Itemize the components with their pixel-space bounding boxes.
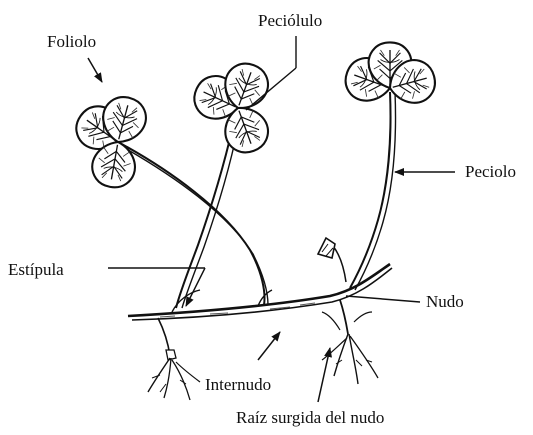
pointer-internudo	[258, 332, 280, 360]
pointer-estipula	[108, 268, 205, 306]
label-raiz-surgida-del-nudo: Raíz surgida del nudo	[236, 409, 384, 426]
pointer-raiz	[318, 348, 330, 402]
pointer-nudo	[346, 296, 420, 302]
roots-left	[148, 318, 200, 400]
label-estipula: Estípula	[8, 261, 64, 278]
label-internudo: Internudo	[205, 376, 271, 393]
petiole-left	[118, 142, 268, 305]
label-peciolulo: Peciólulo	[258, 12, 322, 29]
label-peciolo: Peciolo	[465, 163, 516, 180]
flower-bud	[318, 238, 346, 282]
label-nudo: Nudo	[426, 293, 464, 310]
leaf-left-trifoliate	[68, 92, 150, 190]
petiole-right	[350, 92, 396, 290]
roots-node	[322, 300, 378, 384]
leaf-middle-trifoliate	[188, 58, 274, 158]
pointer-foliolo	[88, 58, 102, 82]
label-foliolo: Foliolo	[47, 33, 96, 50]
